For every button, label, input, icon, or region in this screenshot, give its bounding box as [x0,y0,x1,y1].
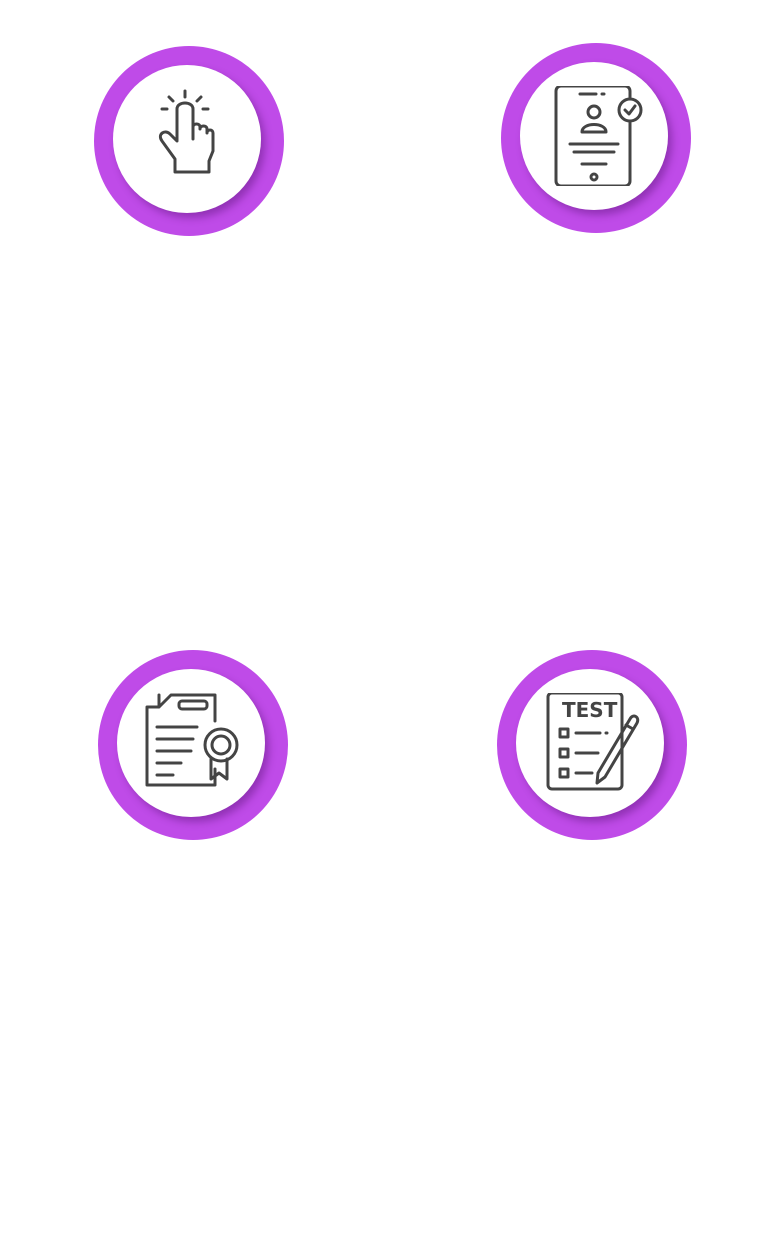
badge-certificate [98,650,288,840]
badge-tablet-profile [501,43,691,233]
badge-hand-pointer [94,46,284,236]
test-checklist-icon: TEST [546,693,640,791]
hand-pointer-icon [158,89,215,174]
badge-test: TEST [497,650,687,840]
test-label: TEST [562,698,618,722]
certificate-icon [145,693,239,787]
tablet-profile-verified-icon [554,86,643,186]
